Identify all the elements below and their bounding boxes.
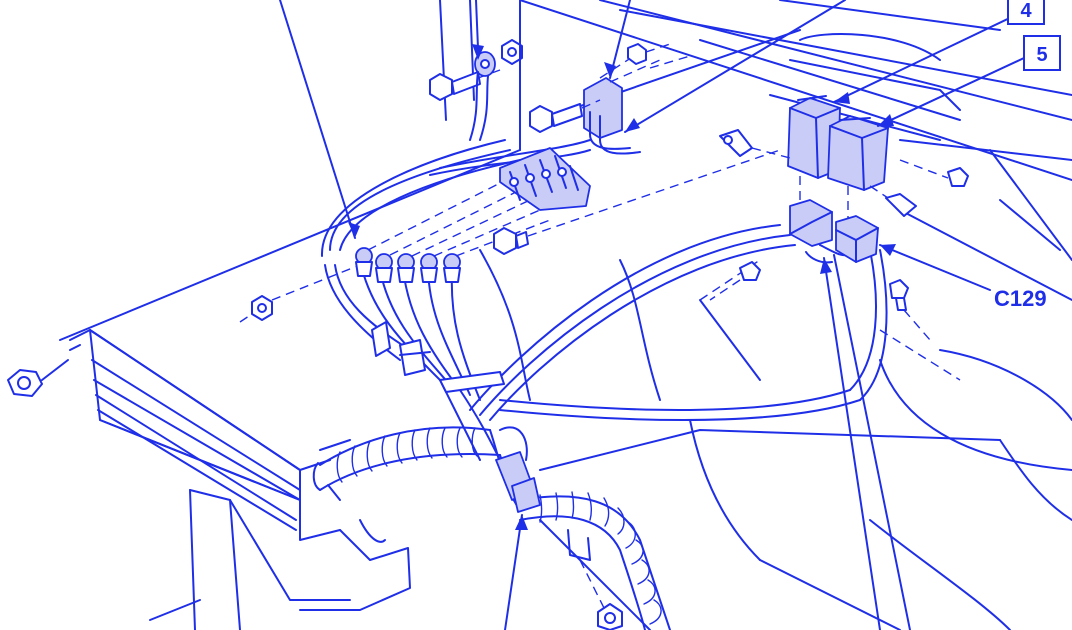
fender-tray (59, 149, 521, 630)
leader-lines (279, 0, 1025, 630)
ring-terminals (355, 177, 551, 283)
bolt-relay1-top (627, 43, 691, 69)
lower-nut (597, 603, 623, 630)
corrugated-conduit (312, 426, 671, 630)
screw-right (709, 261, 761, 301)
ring-terminal-4 (420, 253, 438, 283)
washer-upper (469, 51, 496, 141)
screw-right-lower (889, 279, 931, 341)
bolt-lower-middle (493, 149, 781, 255)
body-panel-outlines (439, 0, 1072, 630)
connector-c129 (835, 215, 879, 263)
wire-harness (320, 139, 888, 461)
tray-nut (239, 264, 361, 323)
callout-5-label: 5 (1036, 44, 1047, 66)
terminal-left (719, 129, 791, 159)
bolt-far-right (899, 159, 969, 187)
left-nut (7, 359, 69, 397)
ring-terminal-5 (443, 253, 461, 283)
connector-left (789, 199, 833, 247)
nut-upper (501, 39, 523, 65)
callout-5: 5 (1023, 35, 1061, 71)
relay-5 (827, 115, 889, 218)
ring-terminal-3 (397, 253, 415, 283)
junction-block (499, 147, 591, 211)
bolt-upper-left (429, 69, 501, 101)
ring-terminal-1 (355, 247, 373, 277)
relay-1 (583, 51, 661, 155)
callout-4-label: 4 (1020, 0, 1032, 22)
ring-terminal-2 (375, 253, 393, 283)
callout-4: 4 (1007, 0, 1045, 25)
connector-label-c129: C129 (994, 286, 1047, 311)
terminal-right (869, 185, 917, 217)
bolt-middle (529, 99, 601, 133)
